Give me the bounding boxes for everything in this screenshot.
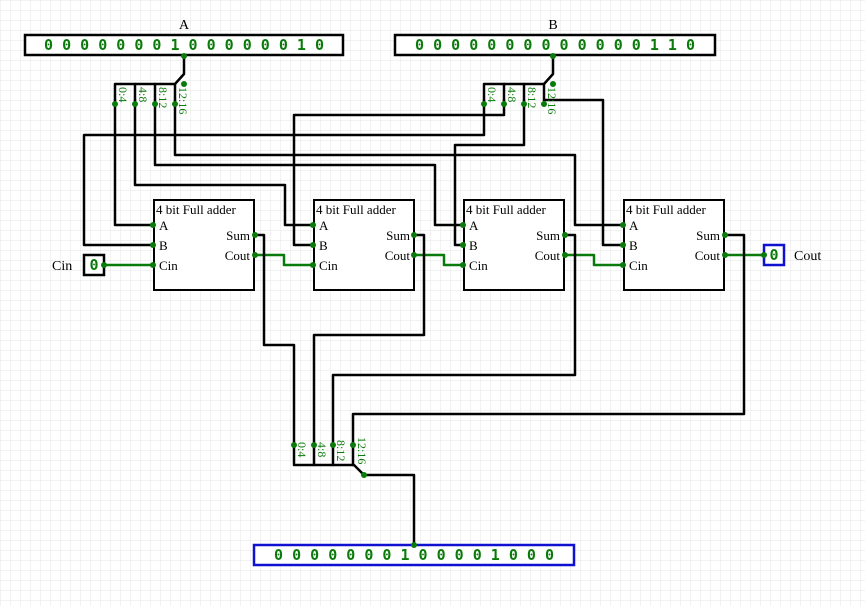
adder-3-pin-sum: Sum [696,228,720,243]
input-a[interactable]: A 0 0 0 0 0 0 0 1 0 0 0 0 0 0 1 0 [23,18,345,57]
adder-0[interactable]: 4 bit Full adder A B Cin Sum Cout [153,199,255,291]
splitter-a-range-2: 8:12 [156,87,170,108]
splitter-b[interactable]: 0:4 4:8 8:12 12:16 [485,87,559,114]
adder-3-pin-b: B [629,238,638,253]
output-cout-value: 0 [769,246,778,264]
input-cin-value: 0 [89,256,98,274]
adder-1-title: 4 bit Full adder [316,202,396,217]
adder-2-pin-cout: Cout [535,248,561,263]
splitter-b-range-1: 4:8 [505,87,519,102]
splitter-a-range-0: 0:4 [116,87,130,102]
splitter-b-range-2: 8:12 [525,87,539,108]
adder-2-pin-a: A [469,218,479,233]
splitter-out[interactable]: 0:4 4:8 8:12 12:16 [295,437,369,464]
splitter-b-range-0: 0:4 [485,87,499,102]
adder-3-title: 4 bit Full adder [626,202,706,217]
adder-2-pin-cin: Cin [469,258,488,273]
adder-3-pin-a: A [629,218,639,233]
adder-1-pin-b: B [319,238,328,253]
adder-2-pin-b: B [469,238,478,253]
adder-0-pin-a: A [159,218,169,233]
adder-0-pin-cin: Cin [159,258,178,273]
adder-3-body[interactable] [623,199,725,291]
splitter-a-range-3: 12:16 [176,87,190,114]
adder-2[interactable]: 4 bit Full adder A B Cin Sum Cout [463,199,565,291]
input-b-bits: 0 0 0 0 0 0 0 0 0 0 0 0 0 1 1 0 [415,36,695,54]
output-sum-bits: 0 0 0 0 0 0 0 1 0 0 0 0 1 0 0 0 [274,546,554,564]
adder-1-pin-cout: Cout [385,248,411,263]
splitter-out-range-2: 8:12 [334,440,348,461]
adder-1-pin-sum: Sum [386,228,410,243]
wires [82,54,764,547]
adder-1[interactable]: 4 bit Full adder A B Cin Sum Cout [313,199,415,291]
adder-3-pin-cin: Cin [629,258,648,273]
input-b-label: B [548,18,557,33]
adder-2-pin-sum: Sum [536,228,560,243]
adder-3-pin-cout: Cout [695,248,721,263]
input-cin[interactable]: Cin 0 [52,253,106,277]
splitter-out-range-0: 0:4 [295,442,309,457]
adder-1-pin-cin: Cin [319,258,338,273]
adder-0-title: 4 bit Full adder [156,202,236,217]
adder-0-pin-sum: Sum [226,228,250,243]
output-cout-label: Cout [794,249,821,264]
adder-1-pin-a: A [319,218,329,233]
input-a-bits: 0 0 0 0 0 0 0 1 0 0 0 0 0 0 1 0 [44,36,324,54]
output-cout[interactable]: 0 Cout [762,243,821,267]
splitter-a[interactable]: 0:4 4:8 8:12 12:16 [116,87,190,114]
input-a-label: A [179,18,190,33]
splitter-b-range-3: 12:16 [545,87,559,114]
adder-2-body[interactable] [463,199,565,291]
input-cin-label: Cin [52,259,72,274]
adder-0-pin-b: B [159,238,168,253]
adder-3[interactable]: 4 bit Full adder A B Cin Sum Cout [623,199,725,291]
splitter-out-range-1: 4:8 [315,442,329,457]
adder-2-title: 4 bit Full adder [466,202,546,217]
adder-0-pin-cout: Cout [225,248,251,263]
splitter-out-range-3: 12:16 [355,437,369,464]
connection-dots [101,53,767,548]
splitter-a-range-1: 4:8 [136,87,150,102]
